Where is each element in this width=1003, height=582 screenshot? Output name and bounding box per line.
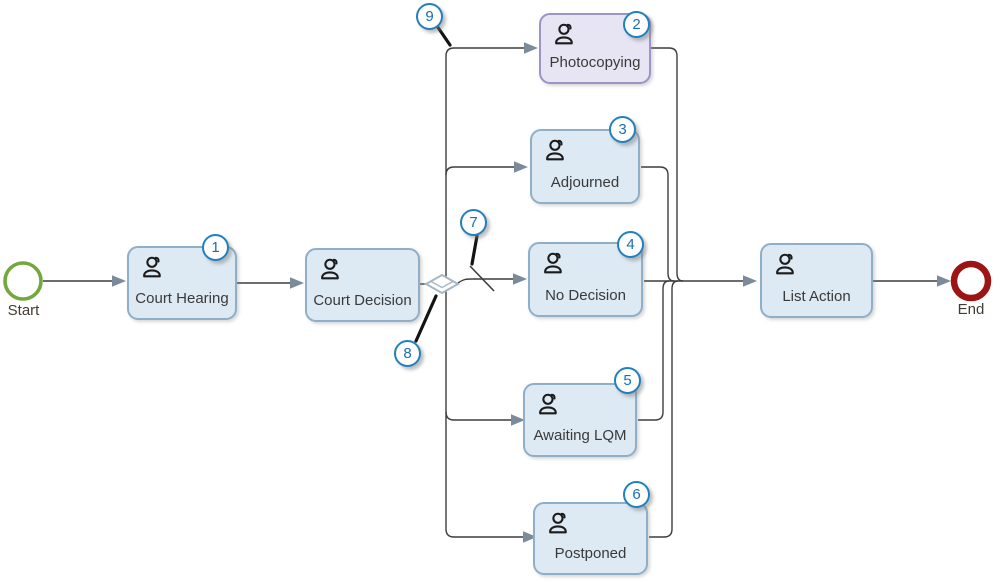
task-label: No Decision bbox=[545, 287, 626, 304]
user-icon bbox=[530, 244, 641, 277]
task-postponed[interactable]: Postponed bbox=[533, 502, 648, 575]
callout-lines bbox=[414, 24, 479, 343]
task-label: Court Decision bbox=[313, 292, 412, 309]
task-label: Awaiting LQM bbox=[533, 427, 627, 444]
callout-line-9 bbox=[435, 24, 452, 47]
task-label: Postponed bbox=[554, 545, 627, 562]
task-label: Photocopying bbox=[549, 54, 641, 71]
user-icon bbox=[307, 250, 418, 283]
task-awaiting-lqm[interactable]: Awaiting LQM bbox=[523, 383, 637, 457]
task-list-action[interactable]: List Action bbox=[760, 243, 873, 318]
task-court-decision[interactable]: Court Decision bbox=[305, 248, 420, 322]
edge-photocopying-merge bbox=[651, 47, 684, 282]
end-event-circle[interactable] bbox=[950, 260, 992, 302]
badge-5[interactable]: 5 bbox=[614, 367, 641, 394]
edge-gateway-postponed bbox=[445, 288, 523, 538]
user-icon bbox=[762, 245, 871, 278]
user-icon bbox=[525, 385, 635, 418]
edge-postponed-merge bbox=[649, 280, 679, 538]
user-icon bbox=[535, 504, 646, 537]
end-label: End bbox=[957, 301, 985, 318]
gateway-diamond[interactable] bbox=[423, 273, 461, 295]
callout-line-8 bbox=[414, 294, 438, 343]
edge-gateway-no-decision bbox=[457, 278, 514, 284]
badge-2[interactable]: 2 bbox=[623, 11, 650, 38]
start-label: Start bbox=[7, 302, 40, 319]
edge-gateway-photocopying bbox=[445, 47, 524, 280]
default-flow-slash bbox=[469, 265, 495, 292]
callout-line-7 bbox=[470, 234, 479, 266]
badge-3[interactable]: 3 bbox=[609, 116, 636, 143]
task-label: List Action bbox=[782, 288, 851, 305]
edge-gateway-adjourned bbox=[445, 166, 514, 176]
badge-9-branch[interactable]: 9 bbox=[416, 3, 443, 30]
badge-4[interactable]: 4 bbox=[617, 231, 644, 258]
badge-8-gateway[interactable]: 8 bbox=[394, 340, 421, 367]
start-event-circle[interactable] bbox=[3, 261, 43, 301]
edge-awaiting-lqm-merge bbox=[638, 280, 670, 421]
user-icon bbox=[541, 15, 649, 48]
badge-6[interactable]: 6 bbox=[623, 481, 650, 508]
arrowheads bbox=[112, 42, 951, 543]
user-icon bbox=[532, 131, 638, 164]
task-label: Adjourned bbox=[550, 174, 620, 191]
edge-gateway-awaiting-lqm bbox=[445, 411, 512, 421]
task-label: Court Hearing bbox=[135, 290, 229, 307]
user-icon bbox=[129, 248, 235, 281]
edge-adjourned-merge bbox=[641, 166, 675, 282]
badge-7-default-flow[interactable]: 7 bbox=[460, 209, 487, 236]
badge-1[interactable]: 1 bbox=[202, 234, 229, 261]
